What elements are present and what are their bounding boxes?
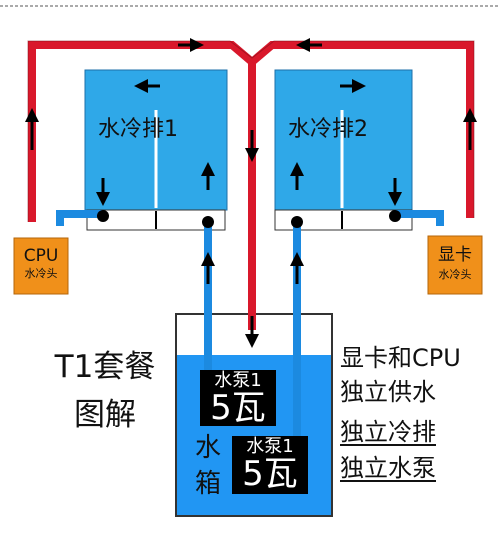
gpu-block-sublabel: 水冷头 xyxy=(438,268,472,281)
radiator-1 xyxy=(84,69,228,231)
pump-2-power: 5瓦 xyxy=(242,454,298,494)
pump-1-name: 水泵1 xyxy=(214,370,262,391)
cpu-block xyxy=(13,237,69,295)
pump-1-power: 5瓦 xyxy=(210,388,266,428)
cpu-block-label: CPU xyxy=(23,246,59,266)
note-line-2: 独立供水 xyxy=(340,378,436,406)
note-line-4: 独立水泵 xyxy=(340,454,436,482)
radiator-2 xyxy=(274,69,413,231)
radiator-2-label: 水冷排2 xyxy=(288,117,368,142)
radiator-1-label: 水冷排1 xyxy=(98,117,178,142)
cpu-block-sublabel: 水冷头 xyxy=(24,267,58,280)
flow-arrows xyxy=(25,38,477,348)
diagram-title: T1套餐 xyxy=(54,349,156,385)
tank-label-char-1: 水 xyxy=(194,433,221,463)
gpu-block-label: 显卡 xyxy=(438,245,472,265)
gpu-block xyxy=(427,235,483,295)
note-line-1: 显卡和CPU xyxy=(340,344,461,372)
tank-label-char-2: 箱 xyxy=(194,469,221,499)
pump-2-name: 水泵1 xyxy=(246,436,294,457)
note-line-3: 独立冷排 xyxy=(340,418,436,446)
fittings xyxy=(97,210,401,228)
pump-1-box xyxy=(200,370,276,426)
pump-2-box xyxy=(232,436,308,494)
diagram-subtitle: 图解 xyxy=(74,397,136,433)
